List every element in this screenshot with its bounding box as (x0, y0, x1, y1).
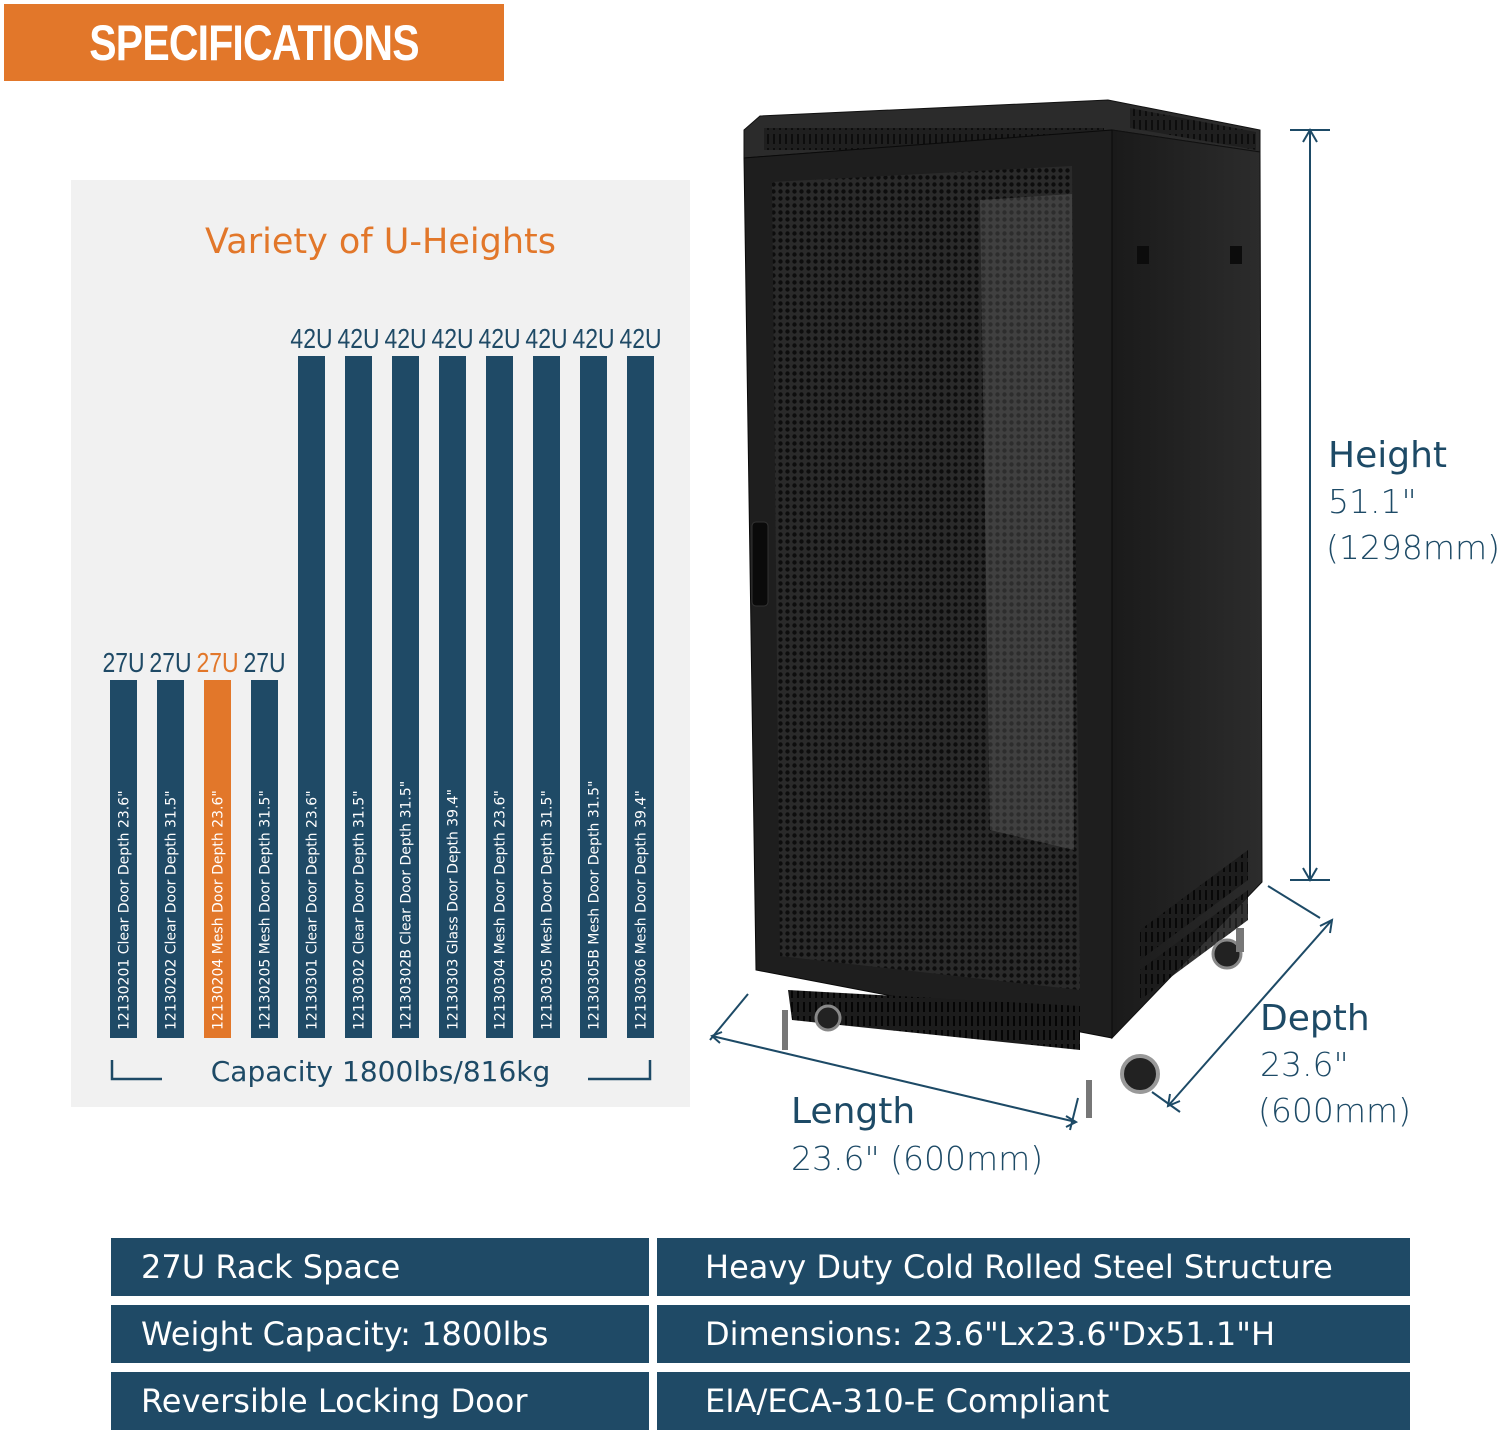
depth-value-mm: (600mm) (1258, 1091, 1412, 1130)
feature-rack-space: 27U Rack Space (111, 1238, 649, 1296)
model-label: 12130302B Clear Door Depth 31.5" (399, 781, 415, 1030)
u-height-size-label: 42U (384, 324, 426, 355)
capacity-label: Capacity 1800lbs/816kg (210, 1055, 551, 1088)
depth-dimension-line (1151, 885, 1334, 1113)
length-value: 23.6" (600mm) (791, 1139, 1044, 1178)
height-label: Height (1328, 435, 1448, 476)
mesh-door (772, 166, 1080, 990)
model-label: 12130305B Mesh Door Depth 31.5" (587, 781, 603, 1030)
capacity-bracket-right (588, 1060, 652, 1081)
depth-label: Depth (1260, 998, 1370, 1039)
u-height-size-label: 27U (149, 648, 191, 679)
caster (814, 1004, 842, 1032)
height-dimension-line (1290, 128, 1330, 882)
feature-compliance: EIA/ECA-310-E Compliant (657, 1372, 1410, 1430)
u-height-bar (392, 356, 419, 1038)
model-label: 12130202 Clear Door Depth 31.5" (164, 790, 180, 1030)
u-height-size-label: 42U (478, 324, 520, 355)
height-value-in: 51.1" (1328, 482, 1417, 521)
model-label: 12130205 Mesh Door Depth 31.5" (258, 790, 274, 1030)
u-height-bar (627, 356, 654, 1038)
cabinet-illustration (700, 90, 1500, 1200)
length-dimension-line (709, 993, 1079, 1131)
u-height-bar (251, 680, 278, 1038)
u-height-bar (345, 356, 372, 1038)
u-height-size-label: 42U (572, 324, 614, 355)
model-label: 12130204 Mesh Door Depth 23.6" (211, 790, 227, 1030)
model-label: 12130306 Mesh Door Depth 39.4" (634, 790, 650, 1030)
u-height-bar (204, 680, 231, 1038)
u-height-bar (533, 356, 560, 1038)
capacity-bracket-left (110, 1060, 162, 1081)
u-height-bar (439, 356, 466, 1038)
u-height-bar (298, 356, 325, 1038)
feature-dimensions: Dimensions: 23.6"Lx23.6"Dx51.1"H (657, 1305, 1410, 1363)
u-height-size-label: 42U (337, 324, 379, 355)
door-handle (751, 521, 769, 607)
u-height-size-label: 27U (243, 648, 285, 679)
u-height-size-label: 27U (102, 648, 144, 679)
length-label: Length (791, 1091, 916, 1132)
u-height-size-label: 27U (196, 648, 238, 679)
model-label: 12130301 Clear Door Depth 23.6" (305, 790, 321, 1030)
u-height-bar (157, 680, 184, 1038)
u-heights-title: Variety of U-Heights (205, 222, 556, 262)
u-height-bar (486, 356, 513, 1038)
banner-title: SPECIFICATIONS (89, 14, 419, 71)
model-label: 12130201 Clear Door Depth 23.6" (117, 790, 133, 1030)
model-label: 12130305 Mesh Door Depth 31.5" (540, 790, 556, 1030)
model-label: 12130303 Glass Door Depth 39.4" (446, 789, 462, 1030)
depth-value-in: 23.6" (1260, 1045, 1349, 1084)
u-height-size-label: 42U (525, 324, 567, 355)
feature-steel-structure: Heavy Duty Cold Rolled Steel Structure (657, 1238, 1410, 1296)
u-height-bar (580, 356, 607, 1038)
u-height-size-label: 42U (290, 324, 332, 355)
u-height-bar (110, 680, 137, 1038)
specifications-banner: SPECIFICATIONS (4, 4, 504, 81)
feature-weight-capacity: Weight Capacity: 1800lbs (111, 1305, 649, 1363)
u-height-size-label: 42U (619, 324, 661, 355)
model-label: 12130304 Mesh Door Depth 23.6" (493, 790, 509, 1030)
u-height-size-label: 42U (431, 324, 473, 355)
feature-locking-door: Reversible Locking Door (111, 1372, 649, 1430)
height-value-mm: (1298mm) (1326, 528, 1500, 567)
model-label: 12130302 Clear Door Depth 31.5" (352, 790, 368, 1030)
